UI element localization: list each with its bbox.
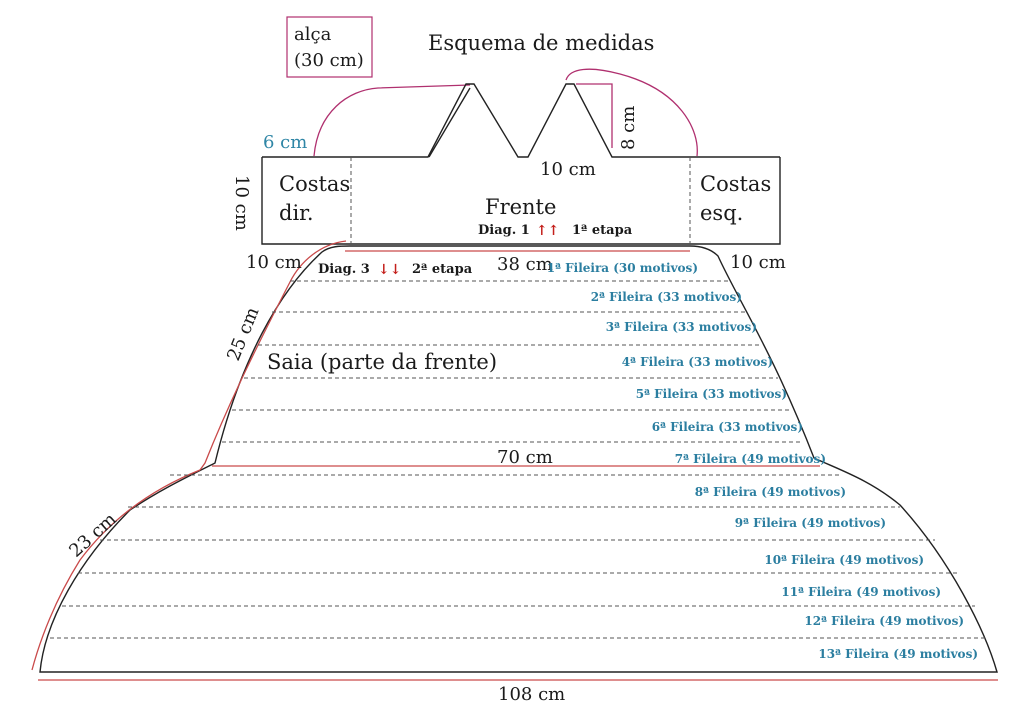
bodice-outline [261, 157, 781, 245]
back-left-label-line1: Costas [700, 172, 771, 196]
row-label-3: 3ª Fileira (33 motivos) [606, 320, 757, 334]
hem-width-dim: 108 cm [498, 684, 565, 705]
front-width-dim: 38 cm [497, 254, 553, 275]
row-label-11: 11ª Fileira (49 motivos) [781, 585, 941, 599]
strap-label-line1: alça [294, 24, 332, 45]
diag3-label: Diag. 3 [318, 262, 370, 277]
strap-label-box [286, 16, 373, 78]
v-height-marker [576, 83, 613, 148]
diagram-title: Esquema de medidas [428, 31, 654, 55]
diag3-arrows: ↓↓ [378, 262, 401, 278]
left-strap-arc [313, 84, 471, 157]
v-gap-dim: 10 cm [540, 159, 596, 180]
row-label-4: 4ª Fileira (33 motivos) [622, 355, 773, 369]
row-label-8: 8ª Fileira (49 motivos) [695, 485, 846, 499]
diag1-stage: 1ª etapa [572, 223, 633, 238]
strap-label-line2: (30 cm) [294, 50, 364, 71]
row-label-13: 13ª Fileira (49 motivos) [818, 647, 978, 661]
diag1-label: Diag. 1 [478, 223, 530, 238]
lower-side-dim-line [31, 469, 201, 671]
front-label: Frente [485, 195, 556, 219]
back-right-label-line2: dir. [279, 201, 314, 225]
row-label-2: 2ª Fileira (33 motivos) [591, 290, 742, 304]
bodice-height-dim: 10 cm [231, 175, 252, 231]
row-label-10: 10ª Fileira (49 motivos) [764, 553, 924, 567]
row-label-5: 5ª Fileira (33 motivos) [636, 387, 787, 401]
right-strap-arc [565, 68, 698, 157]
upper-side-dim-line [199, 240, 347, 471]
back-left-label-line2: esq. [700, 201, 743, 225]
v-height-dim: 8 cm [618, 106, 639, 150]
diag3-stage: 2ª etapa [412, 262, 473, 277]
lower-side-dim: 23 cm [65, 509, 121, 562]
back-right-label-line1: Costas [279, 172, 350, 196]
row-label-6: 6ª Fileira (33 motivos) [652, 420, 803, 434]
left-back-width-dim: 10 cm [246, 252, 302, 273]
row-label-1: 1ª Fileira (30 motivos) [547, 261, 698, 275]
right-back-width-dim: 10 cm [730, 252, 786, 273]
row-label-12: 12ª Fileira (49 motivos) [804, 614, 964, 628]
strap-width-dim: 6 cm [263, 132, 307, 153]
row-label-7: 7ª Fileira (49 motivos) [675, 452, 826, 466]
row-label-9: 9ª Fileira (49 motivos) [735, 516, 886, 530]
strap-inner-line [428, 87, 471, 158]
waist-width-dim: 70 cm [497, 447, 553, 468]
diag1-arrows: ↑↑ [536, 223, 559, 239]
upper-side-dim: 25 cm [223, 304, 263, 364]
skirt-outline [39, 245, 998, 673]
bodice-top-edge [262, 83, 780, 158]
skirt-label: Saia (parte da frente) [267, 350, 497, 374]
